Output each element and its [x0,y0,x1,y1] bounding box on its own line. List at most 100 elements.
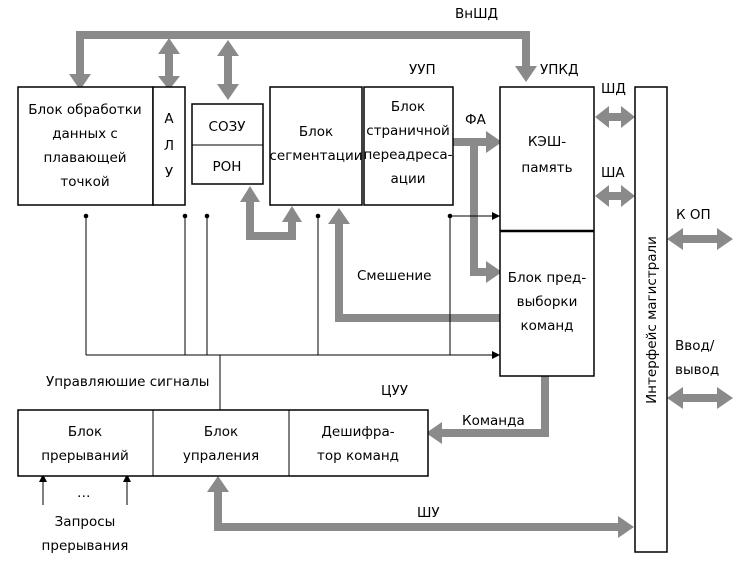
uuu-label: ЦУУ [381,383,408,399]
sha-arrow-right [621,185,635,207]
io-label-2: вывод [675,362,719,378]
shd-arrow-left [595,106,609,128]
annotations: ВнШД УУП УПКД ФА ШД ША К ОП Ввод/ вывод … [42,6,720,554]
bus-interface-block: Интерфейс магистрали [634,86,668,553]
ron-seg-loop [246,198,296,240]
command-label: Команда [462,413,525,429]
sozu-arrow-down [217,84,239,100]
vnshd-label: ВнШД [455,6,498,22]
ron-loop-arrow-up-left [240,186,260,202]
uup-label: УУП [409,62,436,78]
vnshd-arrow-down-fpu [69,74,91,90]
command-bus [440,376,549,437]
sha-label: ША [601,165,625,181]
io-label-1: Ввод/ [675,338,715,354]
request-arrow-right [123,474,131,482]
cache-prefetch-bus [470,146,488,276]
command-arrow-left [426,422,442,444]
io-arrow-left [667,387,683,409]
io-bus-stem [682,394,718,402]
offset-arrow-up [328,208,350,224]
cache-label-1: КЭШ- [528,134,566,150]
sozu-label: СОЗУ [209,119,246,135]
interrupts-label-1: Блок [68,424,102,440]
cache-prefetch-block: КЭШ- память Блок пред- выборки команд [499,86,595,377]
vnshd-bus [76,31,530,80]
alu-label-l: Л [164,138,174,154]
requests-label-1: Запросы [55,514,116,530]
page-label-1: Блок [391,99,425,115]
junction-page [447,213,453,219]
control-label-2: упраления [183,448,259,464]
junction-fpu [83,213,89,219]
shd-label: ШД [601,81,626,97]
fpu-label-4: точкой [60,174,109,190]
ron-loop-arrow-up-right [282,206,302,222]
shd-bus-stem [608,113,622,121]
wire-page [449,215,500,355]
page-label-2: страничной [366,123,450,139]
prefetch-label-1: Блок пред- [508,270,587,286]
shu-arrow-up [207,476,229,492]
junction-alu [182,213,188,219]
fpu-label-1: Блок обработки [28,102,141,118]
fa-label: ФА [465,112,487,128]
offset-label: Смешение [357,268,431,284]
page-label-4: ации [390,171,425,187]
alu-arrow-up [158,38,180,54]
k-op-arrow-left [667,228,683,250]
wire-arrow-cache [492,212,500,220]
segmentation-label-2: сегментации [269,148,362,164]
fpu-block: Блок обработки данных с плавающей точкой [17,86,154,206]
alu-label-u: У [165,165,173,181]
control-wires [39,212,500,505]
k-op-label: К ОП [676,207,711,223]
wire-arrow-prefetch [492,351,500,359]
shu-label: ШУ [417,505,440,521]
control-label-1: Блок [204,424,238,440]
k-op-arrow-right [717,228,733,250]
alu-label-a: А [164,111,174,127]
upkd-label: УПКД [540,62,579,78]
bottom-row-block: Блок прерываний Блок упраления Дешифра- … [17,409,429,477]
sozu-bus-stem [224,52,232,88]
shu-arrow-right [618,516,634,538]
fa-arrow [486,131,502,153]
junction-ron [204,213,210,219]
alu-arrow-down [158,76,180,90]
page-translation-block: Блок страничной переадреса- ации [363,86,454,206]
segmentation-block: Блок сегментации [269,86,363,206]
decoder-label-1: Дешифра- [321,424,394,440]
segmentation-label-1: Блок [299,124,333,140]
decoder-label-2: тор команд [317,448,399,464]
requests-label-2: прерывания [42,538,129,554]
alu-block: А Л У [152,86,186,206]
io-arrow-right [717,387,733,409]
k-op-bus-stem [682,235,718,243]
sha-bus-stem [608,192,622,200]
prefetch-in-arrow [486,261,502,283]
fpu-label-3: плавающей [43,150,126,166]
sha-arrow-left [595,185,609,207]
vnshd-arrow-down-cache [515,66,537,82]
bus-interface-label: Интерфейс магистрали [644,236,660,404]
prefetch-label-3: команд [520,318,573,334]
page-label-3: переадреса- [363,147,452,163]
sozu-ron-block: СОЗУ РОН [191,103,264,185]
control-signals-label: Управляюшие сигналы [46,374,209,390]
shd-arrow-right [621,106,635,128]
sozu-arrow-up [217,40,239,56]
prefetch-label-2: выборки [517,294,578,310]
dots-label: … [77,485,91,501]
gray-buses [69,31,733,538]
alu-bus-stem [165,50,173,80]
offset-bus [335,222,500,322]
shu-bus [214,490,620,531]
fpu-label-2: данных с [52,126,118,142]
request-arrow-left [39,474,47,482]
ron-label: РОН [213,159,242,175]
cache-label-2: память [521,160,572,176]
junction-seg [315,213,321,219]
interrupts-label-2: прерываний [41,448,129,464]
